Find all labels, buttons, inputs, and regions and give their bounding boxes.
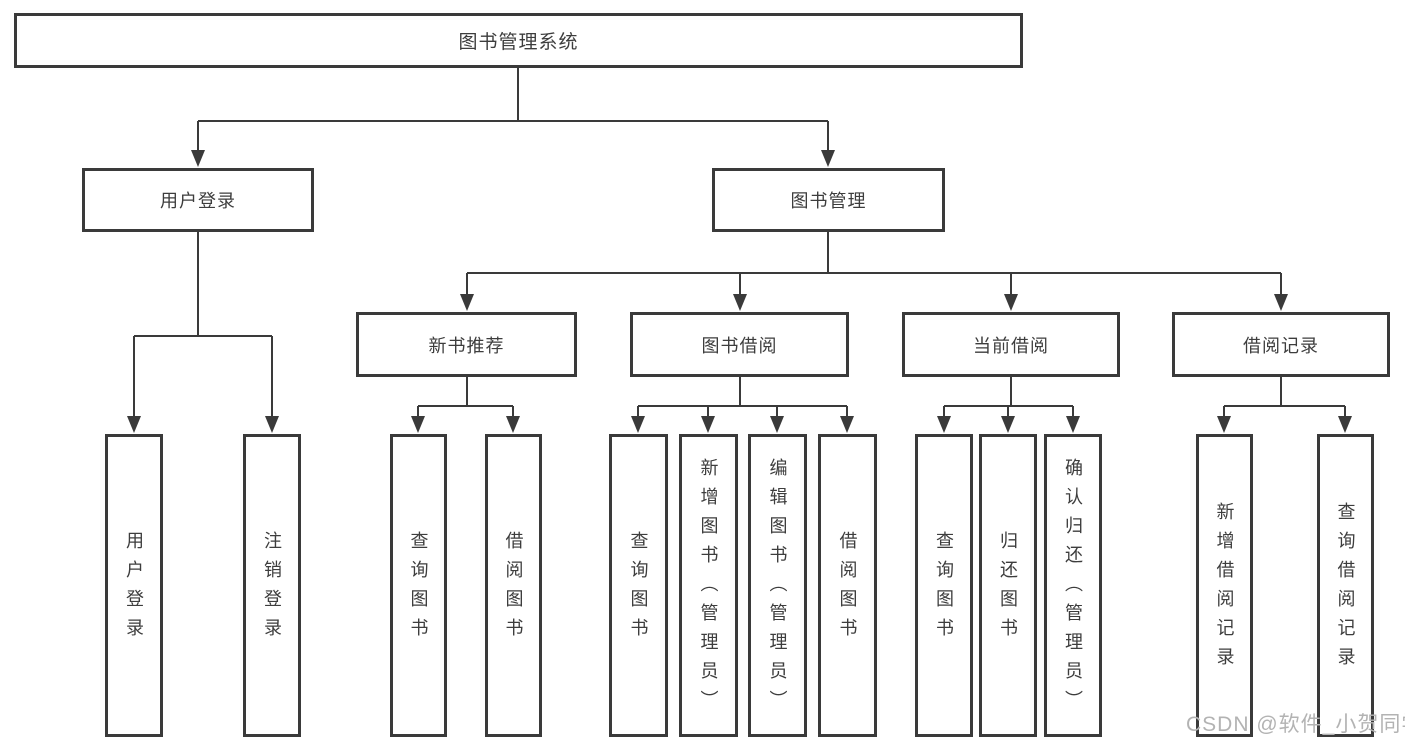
leaf-borrow-books-recommend: 借阅图书 xyxy=(485,434,542,737)
leaf-add-book-admin: 新增图书（管理员） xyxy=(679,434,738,737)
arrowheads xyxy=(127,150,1352,433)
node-user-login: 用户登录 xyxy=(82,168,314,232)
leaf-query-borrow-record: 查询借阅记录 xyxy=(1317,434,1374,737)
node-borrowing-records: 借阅记录 xyxy=(1172,312,1390,377)
node-current-borrowing: 当前借阅 xyxy=(902,312,1120,377)
watermark: CSDN @软件_小贺同学 xyxy=(1186,713,1405,736)
leaf-logout: 注销登录 xyxy=(243,434,301,737)
leaf-confirm-return-admin: 确认归还（管理员） xyxy=(1044,434,1102,737)
node-book-management: 图书管理 xyxy=(712,168,945,232)
leaf-return-book: 归还图书 xyxy=(979,434,1037,737)
node-library-management-system: 图书管理系统 xyxy=(14,13,1023,68)
leaf-query-books-recommend: 查询图书 xyxy=(390,434,447,737)
leaf-borrow-books: 借阅图书 xyxy=(818,434,877,737)
leaf-edit-book-admin: 编辑图书（管理员） xyxy=(748,434,807,737)
node-book-borrowing: 图书借阅 xyxy=(630,312,849,377)
leaf-add-borrow-record: 新增借阅记录 xyxy=(1196,434,1253,737)
connector-path xyxy=(133,68,1346,418)
node-new-book-recommendation: 新书推荐 xyxy=(356,312,577,377)
leaf-user-login: 用户登录 xyxy=(105,434,163,737)
leaf-query-books-current: 查询图书 xyxy=(915,434,973,737)
leaf-query-books-borrow: 查询图书 xyxy=(609,434,668,737)
